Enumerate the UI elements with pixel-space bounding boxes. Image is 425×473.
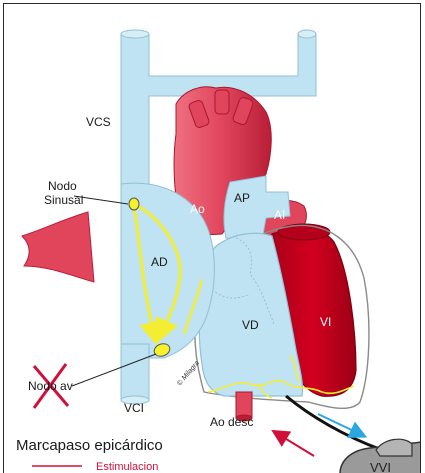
pulmonary-vein-left (22, 212, 94, 282)
pacemaker-mode: VVI (370, 460, 391, 473)
diagram-title: Marcapaso epicárdico (16, 437, 163, 454)
label-nodo-sinusal-1: Nodo (48, 179, 77, 193)
label-vd: VD (242, 318, 259, 332)
inferior-vena-cava (121, 344, 149, 400)
diagram-frame: VCS Nodo Sinusal Ao AP AI AD VD VI VCI N… (3, 3, 421, 473)
label-vi: VI (320, 315, 331, 329)
sinus-node (129, 198, 139, 210)
label-nodo-av: Nodo av (28, 379, 73, 393)
legend-stimulation: Estimulacion (96, 461, 158, 473)
label-ao-desc: Ao desc (210, 415, 253, 429)
pacemaker-lead (286, 396, 382, 450)
label-vcs: VCS (86, 115, 111, 129)
label-ao: Ao (190, 202, 205, 216)
label-vci: VCI (124, 401, 144, 415)
heart-diagram: VCS Nodo Sinusal Ao AP AI AD VD VI VCI N… (4, 4, 421, 473)
label-ap: AP (234, 191, 250, 205)
stimulation-arrow (278, 434, 314, 456)
label-ad: AD (151, 255, 168, 269)
credit: © Milagra (175, 359, 201, 387)
label-nodo-sinusal-2: Sinusal (44, 193, 83, 207)
label-ai: AI (274, 208, 285, 222)
